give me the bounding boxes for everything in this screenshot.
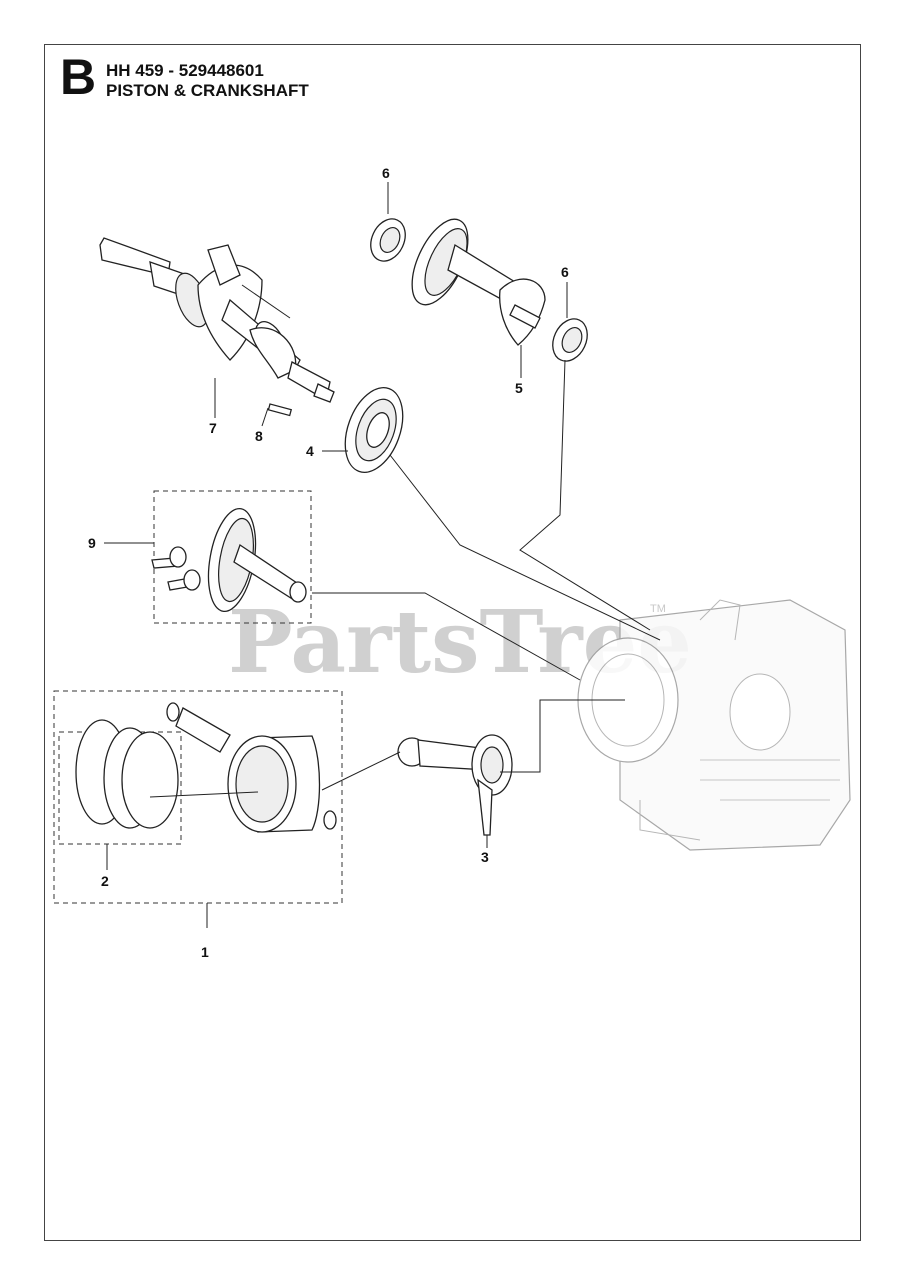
section-letter: B xyxy=(60,49,97,105)
callout-2[interactable]: 2 xyxy=(101,873,109,889)
piston-part[interactable] xyxy=(166,702,337,833)
callout-7[interactable]: 7 xyxy=(209,420,217,436)
callout-6-upper[interactable]: 6 xyxy=(382,165,390,181)
bearing-part-6-lower[interactable] xyxy=(546,313,594,366)
callout-5[interactable]: 5 xyxy=(515,380,523,396)
key-part[interactable] xyxy=(267,403,293,417)
section-title: PISTON & CRANKSHAFT xyxy=(106,81,309,100)
bearing-part-6-upper[interactable] xyxy=(364,213,412,266)
callout-3[interactable]: 3 xyxy=(481,849,489,865)
callout-4[interactable]: 4 xyxy=(306,443,314,459)
camshaft-part[interactable] xyxy=(151,505,307,615)
model-line: HH 459 - 529448601 xyxy=(106,61,264,80)
piston-kit-box xyxy=(53,690,343,904)
callout-1[interactable]: 1 xyxy=(201,944,209,960)
callout-8[interactable]: 8 xyxy=(255,428,263,444)
crankshaft-part[interactable] xyxy=(99,237,335,403)
watermark-trademark: TM xyxy=(650,603,666,615)
callout-9[interactable]: 9 xyxy=(88,535,96,551)
callout-6-lower[interactable]: 6 xyxy=(561,264,569,280)
balance-shaft-part[interactable] xyxy=(401,211,546,346)
connecting-rod-part[interactable] xyxy=(397,734,513,836)
crankcase-part[interactable] xyxy=(577,599,851,851)
diagram-frame xyxy=(44,44,861,1241)
piston-rings-part[interactable] xyxy=(75,719,179,829)
bearing-part-4[interactable] xyxy=(335,380,414,480)
